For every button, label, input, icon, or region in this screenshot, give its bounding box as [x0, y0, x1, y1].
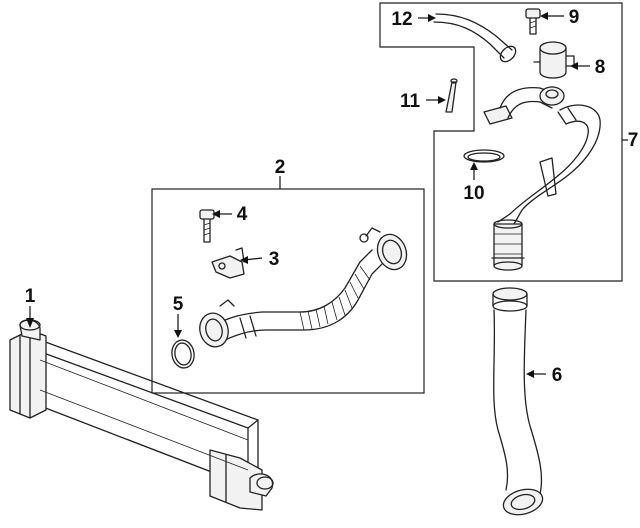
small-hose-12 — [433, 13, 517, 63]
callout-4: 4 — [237, 204, 248, 225]
lower-hose-6 — [492, 287, 544, 516]
callout-12: 12 — [391, 9, 412, 30]
bolt-4 — [199, 209, 215, 243]
valve-8 — [533, 41, 575, 79]
clamp-ring — [171, 339, 195, 369]
hose-assembly-2-box — [151, 188, 425, 394]
callout-9: 9 — [569, 7, 580, 28]
bracket-3 — [211, 247, 245, 279]
callout-2: 2 — [275, 157, 286, 178]
callout-3: 3 — [269, 249, 280, 270]
bolt-9 — [525, 8, 541, 35]
callout-10: 10 — [463, 183, 484, 204]
callout-labels: 1 2 3 4 5 6 7 8 9 10 11 12 — [25, 7, 639, 386]
o-ring-10 — [463, 149, 505, 163]
pin-11 — [445, 78, 458, 113]
intake-hose — [199, 227, 408, 348]
callout-8: 8 — [595, 57, 606, 78]
callout-1: 1 — [25, 286, 36, 307]
callout-11: 11 — [400, 91, 421, 112]
intercooler — [9, 319, 274, 511]
callout-7: 7 — [628, 130, 639, 151]
pipe-assembly-7-box — [379, 2, 623, 282]
leader-lines — [26, 12, 628, 378]
pipe-assembly — [483, 86, 601, 271]
callout-6: 6 — [552, 365, 563, 386]
callout-5: 5 — [173, 294, 184, 315]
